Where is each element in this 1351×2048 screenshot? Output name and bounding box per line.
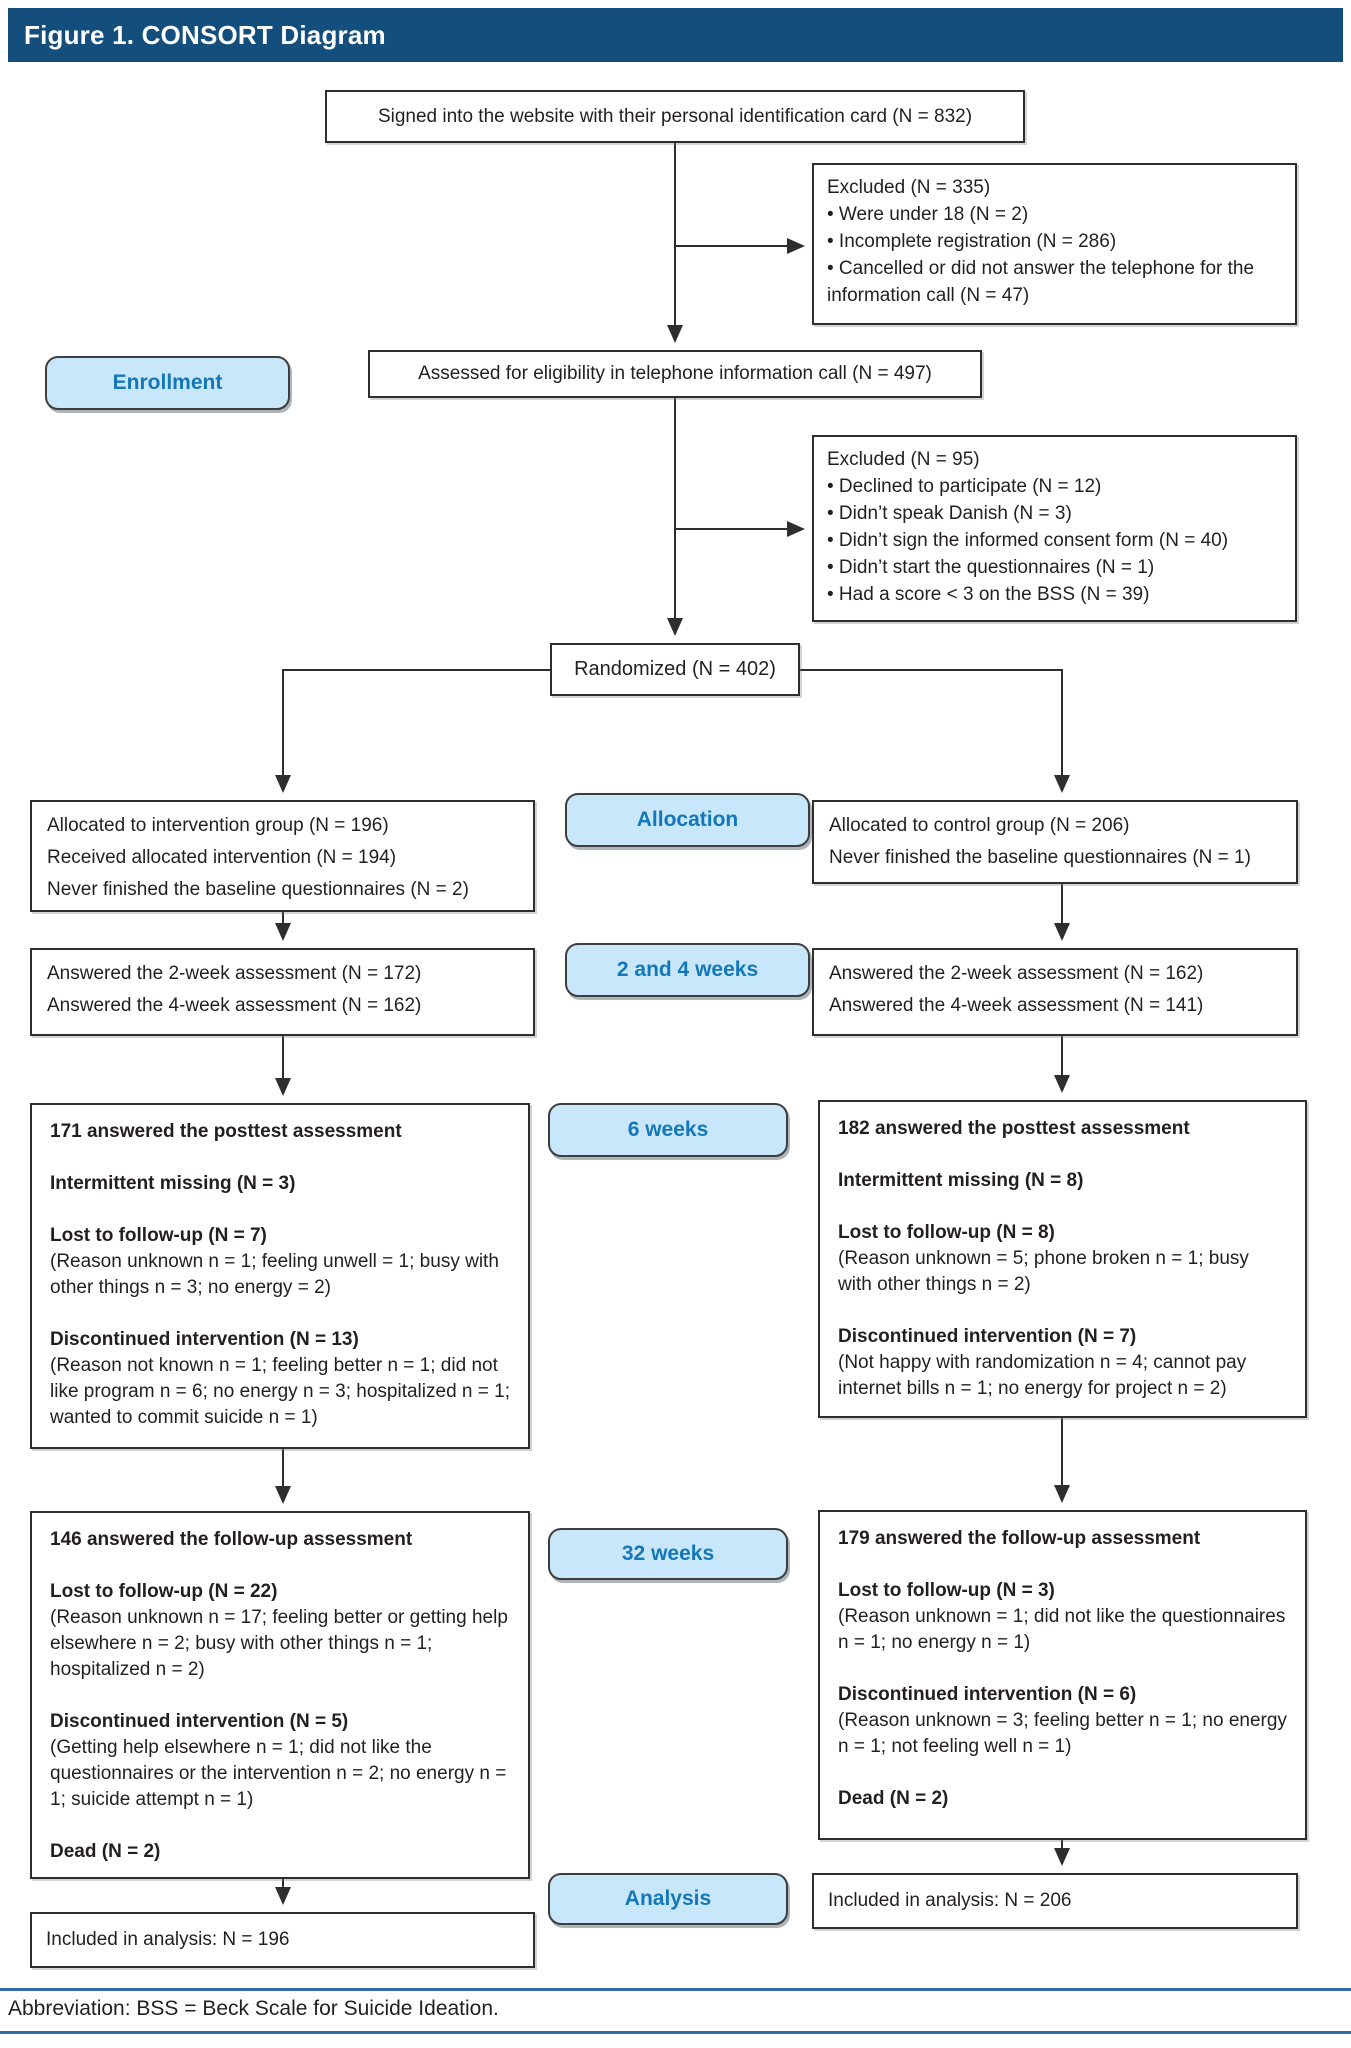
signed-in-text: Signed into the website with their perso… — [377, 105, 973, 127]
excluded-eligibility-title: Excluded (N = 95) — [827, 449, 980, 470]
analysis-intervention-box: Included in analysis: N = 196 — [30, 1912, 535, 1968]
stage-label-weeks24: 2 and 4 weeks — [565, 943, 810, 997]
lost-to-followup-detail: (Reason unknown = 1; did not like the qu… — [838, 1606, 1286, 1653]
lost-to-followup-title: Lost to follow-up (N = 22) — [50, 1581, 278, 1602]
posttest-headline: 182 answered the posttest assessment — [838, 1118, 1190, 1139]
excluded-registration-title: Excluded (N = 335) — [827, 177, 991, 198]
discontinued-detail: (Not happy with randomization n = 4; can… — [838, 1352, 1247, 1399]
intermittent-missing: Intermittent missing (N = 3) — [50, 1173, 296, 1194]
box-line: Answered the 4-week assessment (N = 162) — [47, 995, 422, 1016]
followup-headline: 179 answered the follow-up assessment — [838, 1528, 1201, 1549]
excluded-item: • Didn’t start the questionnaires (N = 1… — [827, 557, 1155, 578]
excluded-item: • Were under 18 (N = 2) — [827, 204, 1029, 225]
weeks32-intervention-box: 146 answered the follow-up assessment Lo… — [30, 1511, 530, 1879]
discontinued-detail: (Reason unknown = 3; feeling better n = … — [838, 1710, 1287, 1757]
footer-rule-bottom — [0, 2031, 1351, 2034]
box-line: Never finished the baseline questionnair… — [47, 879, 469, 900]
stage-label-text: 6 weeks — [627, 1118, 709, 1141]
weeks24-intervention-box: Answered the 2-week assessment (N = 172)… — [30, 948, 535, 1036]
discontinued-title: Discontinued intervention (N = 13) — [50, 1329, 359, 1350]
box-line: Never finished the baseline questionnair… — [829, 847, 1251, 868]
stage-label-weeks6: 6 weeks — [548, 1103, 788, 1157]
weeks6-control-box: 182 answered the posttest assessment Int… — [818, 1100, 1307, 1418]
figure-title: Figure 1. CONSORT Diagram — [24, 20, 386, 50]
box-line: Answered the 4-week assessment (N = 141) — [829, 995, 1204, 1016]
analysis-intervention-text: Included in analysis: N = 196 — [46, 1929, 290, 1950]
signed-in-box: Signed into the website with their perso… — [325, 90, 1025, 143]
box-line: Allocated to intervention group (N = 196… — [47, 815, 389, 836]
weeks32-control-box: 179 answered the follow-up assessment Lo… — [818, 1510, 1307, 1840]
excluded-item: • Cancelled or did not answer the teleph… — [827, 258, 1255, 306]
lost-to-followup-title: Lost to follow-up (N = 8) — [838, 1222, 1055, 1243]
excluded-item: • Didn’t sign the informed consent form … — [827, 530, 1229, 551]
stage-label-allocation: Allocation — [565, 793, 810, 847]
stage-label-enrollment: Enrollment — [45, 356, 290, 410]
figure-title-bar: Figure 1. CONSORT Diagram — [8, 8, 1343, 62]
excluded-item: • Didn’t speak Danish (N = 3) — [827, 503, 1072, 524]
randomized-box: Randomized (N = 402) — [550, 643, 800, 696]
box-line: Received allocated intervention (N = 194… — [47, 847, 397, 868]
box-line: Answered the 2-week assessment (N = 172) — [47, 963, 422, 984]
discontinued-title: Discontinued intervention (N = 6) — [838, 1684, 1137, 1705]
excluded-item: • Declined to participate (N = 12) — [827, 476, 1102, 497]
excluded-item: • Incomplete registration (N = 286) — [827, 231, 1117, 252]
assessed-box: Assessed for eligibility in telephone in… — [368, 350, 982, 398]
lost-to-followup-title: Lost to follow-up (N = 7) — [50, 1225, 267, 1246]
analysis-control-text: Included in analysis: N = 206 — [828, 1890, 1072, 1911]
stage-label-text: Allocation — [636, 808, 739, 831]
dead-count: Dead (N = 2) — [838, 1788, 949, 1809]
randomized-text: Randomized (N = 402) — [574, 658, 776, 680]
allocation-intervention-box: Allocated to intervention group (N = 196… — [30, 800, 535, 912]
assessed-text: Assessed for eligibility in telephone in… — [418, 363, 932, 384]
lost-to-followup-detail: (Reason unknown n = 1; feeling unwell = … — [50, 1251, 499, 1298]
allocation-control-box: Allocated to control group (N = 206) Nev… — [812, 800, 1298, 884]
excluded-eligibility-box: Excluded (N = 95) • Declined to particip… — [812, 435, 1297, 622]
dead-count: Dead (N = 2) — [50, 1841, 161, 1862]
weeks6-intervention-box: 171 answered the posttest assessment Int… — [30, 1103, 530, 1449]
box-line: Allocated to control group (N = 206) — [829, 815, 1130, 836]
box-line: Answered the 2-week assessment (N = 162) — [829, 963, 1204, 984]
stage-label-weeks32: 32 weeks — [548, 1528, 788, 1580]
discontinued-title: Discontinued intervention (N = 7) — [838, 1326, 1137, 1347]
excluded-item: • Had a score < 3 on the BSS (N = 39) — [827, 584, 1150, 605]
stage-label-analysis: Analysis — [548, 1873, 788, 1925]
weeks24-control-box: Answered the 2-week assessment (N = 162)… — [812, 948, 1298, 1036]
lost-to-followup-title: Lost to follow-up (N = 3) — [838, 1580, 1055, 1601]
stage-label-text: 32 weeks — [621, 1542, 715, 1565]
discontinued-detail: (Reason not known n = 1; feeling better … — [50, 1355, 510, 1428]
stage-label-text: Analysis — [624, 1887, 712, 1910]
intermittent-missing: Intermittent missing (N = 8) — [838, 1170, 1084, 1191]
footer-rule-top — [0, 1988, 1351, 1991]
stage-label-text: Enrollment — [112, 371, 223, 394]
discontinued-detail: (Getting help elsewhere n = 1; did not l… — [50, 1737, 507, 1810]
excluded-registration-box: Excluded (N = 335) • Were under 18 (N = … — [812, 163, 1297, 325]
discontinued-title: Discontinued intervention (N = 5) — [50, 1711, 349, 1732]
followup-headline: 146 answered the follow-up assessment — [50, 1529, 413, 1550]
lost-to-followup-detail: (Reason unknown = 5; phone broken n = 1;… — [838, 1248, 1249, 1295]
abbreviation-note: Abbreviation: BSS = Beck Scale for Suici… — [8, 1997, 499, 2020]
analysis-control-box: Included in analysis: N = 206 — [812, 1873, 1298, 1929]
lost-to-followup-detail: (Reason unknown n = 17; feeling better o… — [50, 1607, 508, 1680]
stage-label-text: 2 and 4 weeks — [616, 958, 759, 981]
posttest-headline: 171 answered the posttest assessment — [50, 1121, 402, 1142]
